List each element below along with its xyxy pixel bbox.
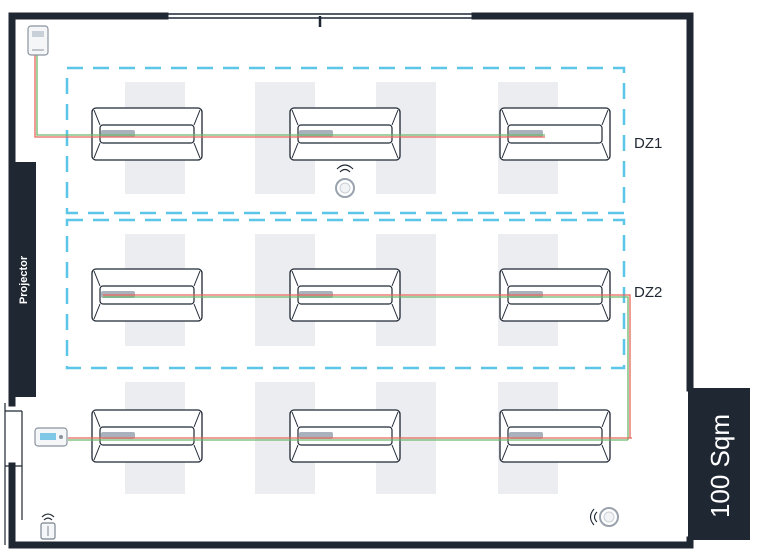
top-opening xyxy=(165,13,475,27)
area-label: 100 Sqm xyxy=(705,414,735,518)
zone-dz1 xyxy=(65,66,626,215)
zone-dz2 xyxy=(65,218,626,370)
left-door xyxy=(4,403,23,545)
light-fixture xyxy=(91,107,203,161)
zone-label-dz2: DZ2 xyxy=(634,284,662,301)
daylight-zones xyxy=(65,66,626,370)
light-fixture xyxy=(289,409,401,463)
sensor-icon xyxy=(589,507,619,527)
controller-icon xyxy=(27,25,49,56)
wall-switch-icon xyxy=(40,513,56,540)
light-fixture xyxy=(499,409,611,463)
wireless-sensor-icon xyxy=(335,164,355,198)
light-fixture xyxy=(91,409,203,463)
area-badge: 100 Sqm xyxy=(688,388,750,540)
projector: Projector xyxy=(12,162,36,397)
driver-box-icon xyxy=(34,427,68,447)
cables xyxy=(34,55,632,441)
light-fixture xyxy=(499,107,611,161)
light-fixture xyxy=(289,107,401,161)
projector-label: Projector xyxy=(18,255,30,304)
zone-label-dz1: DZ1 xyxy=(634,135,662,152)
